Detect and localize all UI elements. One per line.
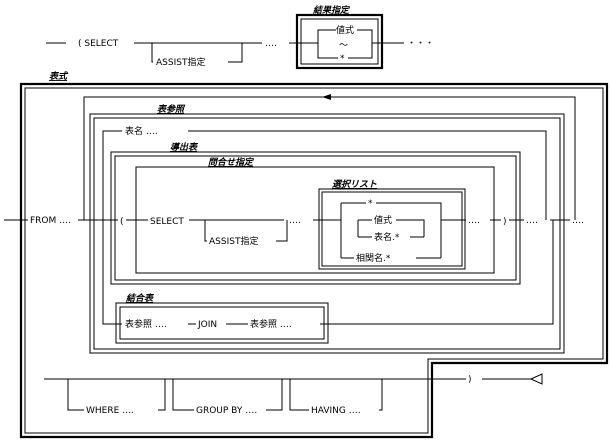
result-value-text: 値式 <box>336 24 354 36</box>
table-ref-box <box>89 113 565 354</box>
select-text: SELECT <box>150 217 184 227</box>
having-text: HAVING ‥‥ <box>311 406 361 416</box>
join-keyword-text: JOIN <box>197 320 217 330</box>
join-right-ref-text: 表参照 ‥‥ <box>250 318 292 330</box>
select-corr-star-text: 相関名.* <box>356 252 391 264</box>
where-text: WHERE ‥‥ <box>86 406 134 416</box>
derived-table-box <box>110 151 521 285</box>
result-star-text: * <box>340 54 345 64</box>
top-dots-2: ・・・ <box>407 39 434 49</box>
group-by-text: GROUP BY ‥‥ <box>196 406 257 416</box>
assist-text: ASSIST指定 <box>209 235 258 247</box>
top-dots-1: ‥‥ <box>265 39 277 49</box>
table-ref-title: 表参照 <box>157 104 186 115</box>
dots-a-text: ‥‥ <box>289 216 301 226</box>
loop-arrow-icon <box>322 94 331 100</box>
dots-c-text: ‥‥ <box>526 216 538 226</box>
select-value-text: 値式 <box>374 214 392 226</box>
table-name-text: 表名 ‥‥ <box>125 125 158 137</box>
select-star-text: * <box>368 199 373 209</box>
result-spec-title: 結果指定 <box>312 5 351 16</box>
top-assist-text: ASSIST指定 <box>156 56 205 68</box>
select-list-box <box>318 188 466 270</box>
dots-b-text: ‥‥ <box>468 216 480 226</box>
top-syntax-line: ( SELECT ASSIST指定 ‥‥ 結果指定 値式 〜 * ・・・ <box>46 5 434 70</box>
select-table-star-text: 表名.* <box>374 231 400 243</box>
joined-table-title: 結合表 <box>125 293 155 304</box>
derived-table-title: 導出表 <box>170 142 199 153</box>
left-paren-text: ( <box>120 217 124 227</box>
join-left-ref-text: 表参照 ‥‥ <box>125 318 167 330</box>
result-tilde-text: 〜 <box>339 41 348 51</box>
entry-triangle-icon <box>529 373 543 385</box>
dots-d-text: ‥‥ <box>572 216 584 226</box>
table-expression-outline <box>19 82 609 439</box>
table-expression-title: 表式 <box>49 71 69 82</box>
end-paren-text: ) <box>468 375 472 385</box>
from-text: FROM ‥‥ <box>30 216 71 226</box>
query-spec-title: 問合せ指定 <box>208 157 255 168</box>
right-paren-text: ) <box>503 217 507 227</box>
result-spec-box <box>295 13 384 70</box>
repeat-loop <box>83 96 576 220</box>
table-expression-section: 表式 表参照 表名 ‥‥ 導出表 問合せ指定 選択リスト FROM ‥‥ ( S… <box>4 71 609 439</box>
select-list-title: 選択リスト <box>332 179 377 190</box>
joined-table-box <box>115 302 329 344</box>
top-select-text: ( SELECT <box>78 39 119 49</box>
